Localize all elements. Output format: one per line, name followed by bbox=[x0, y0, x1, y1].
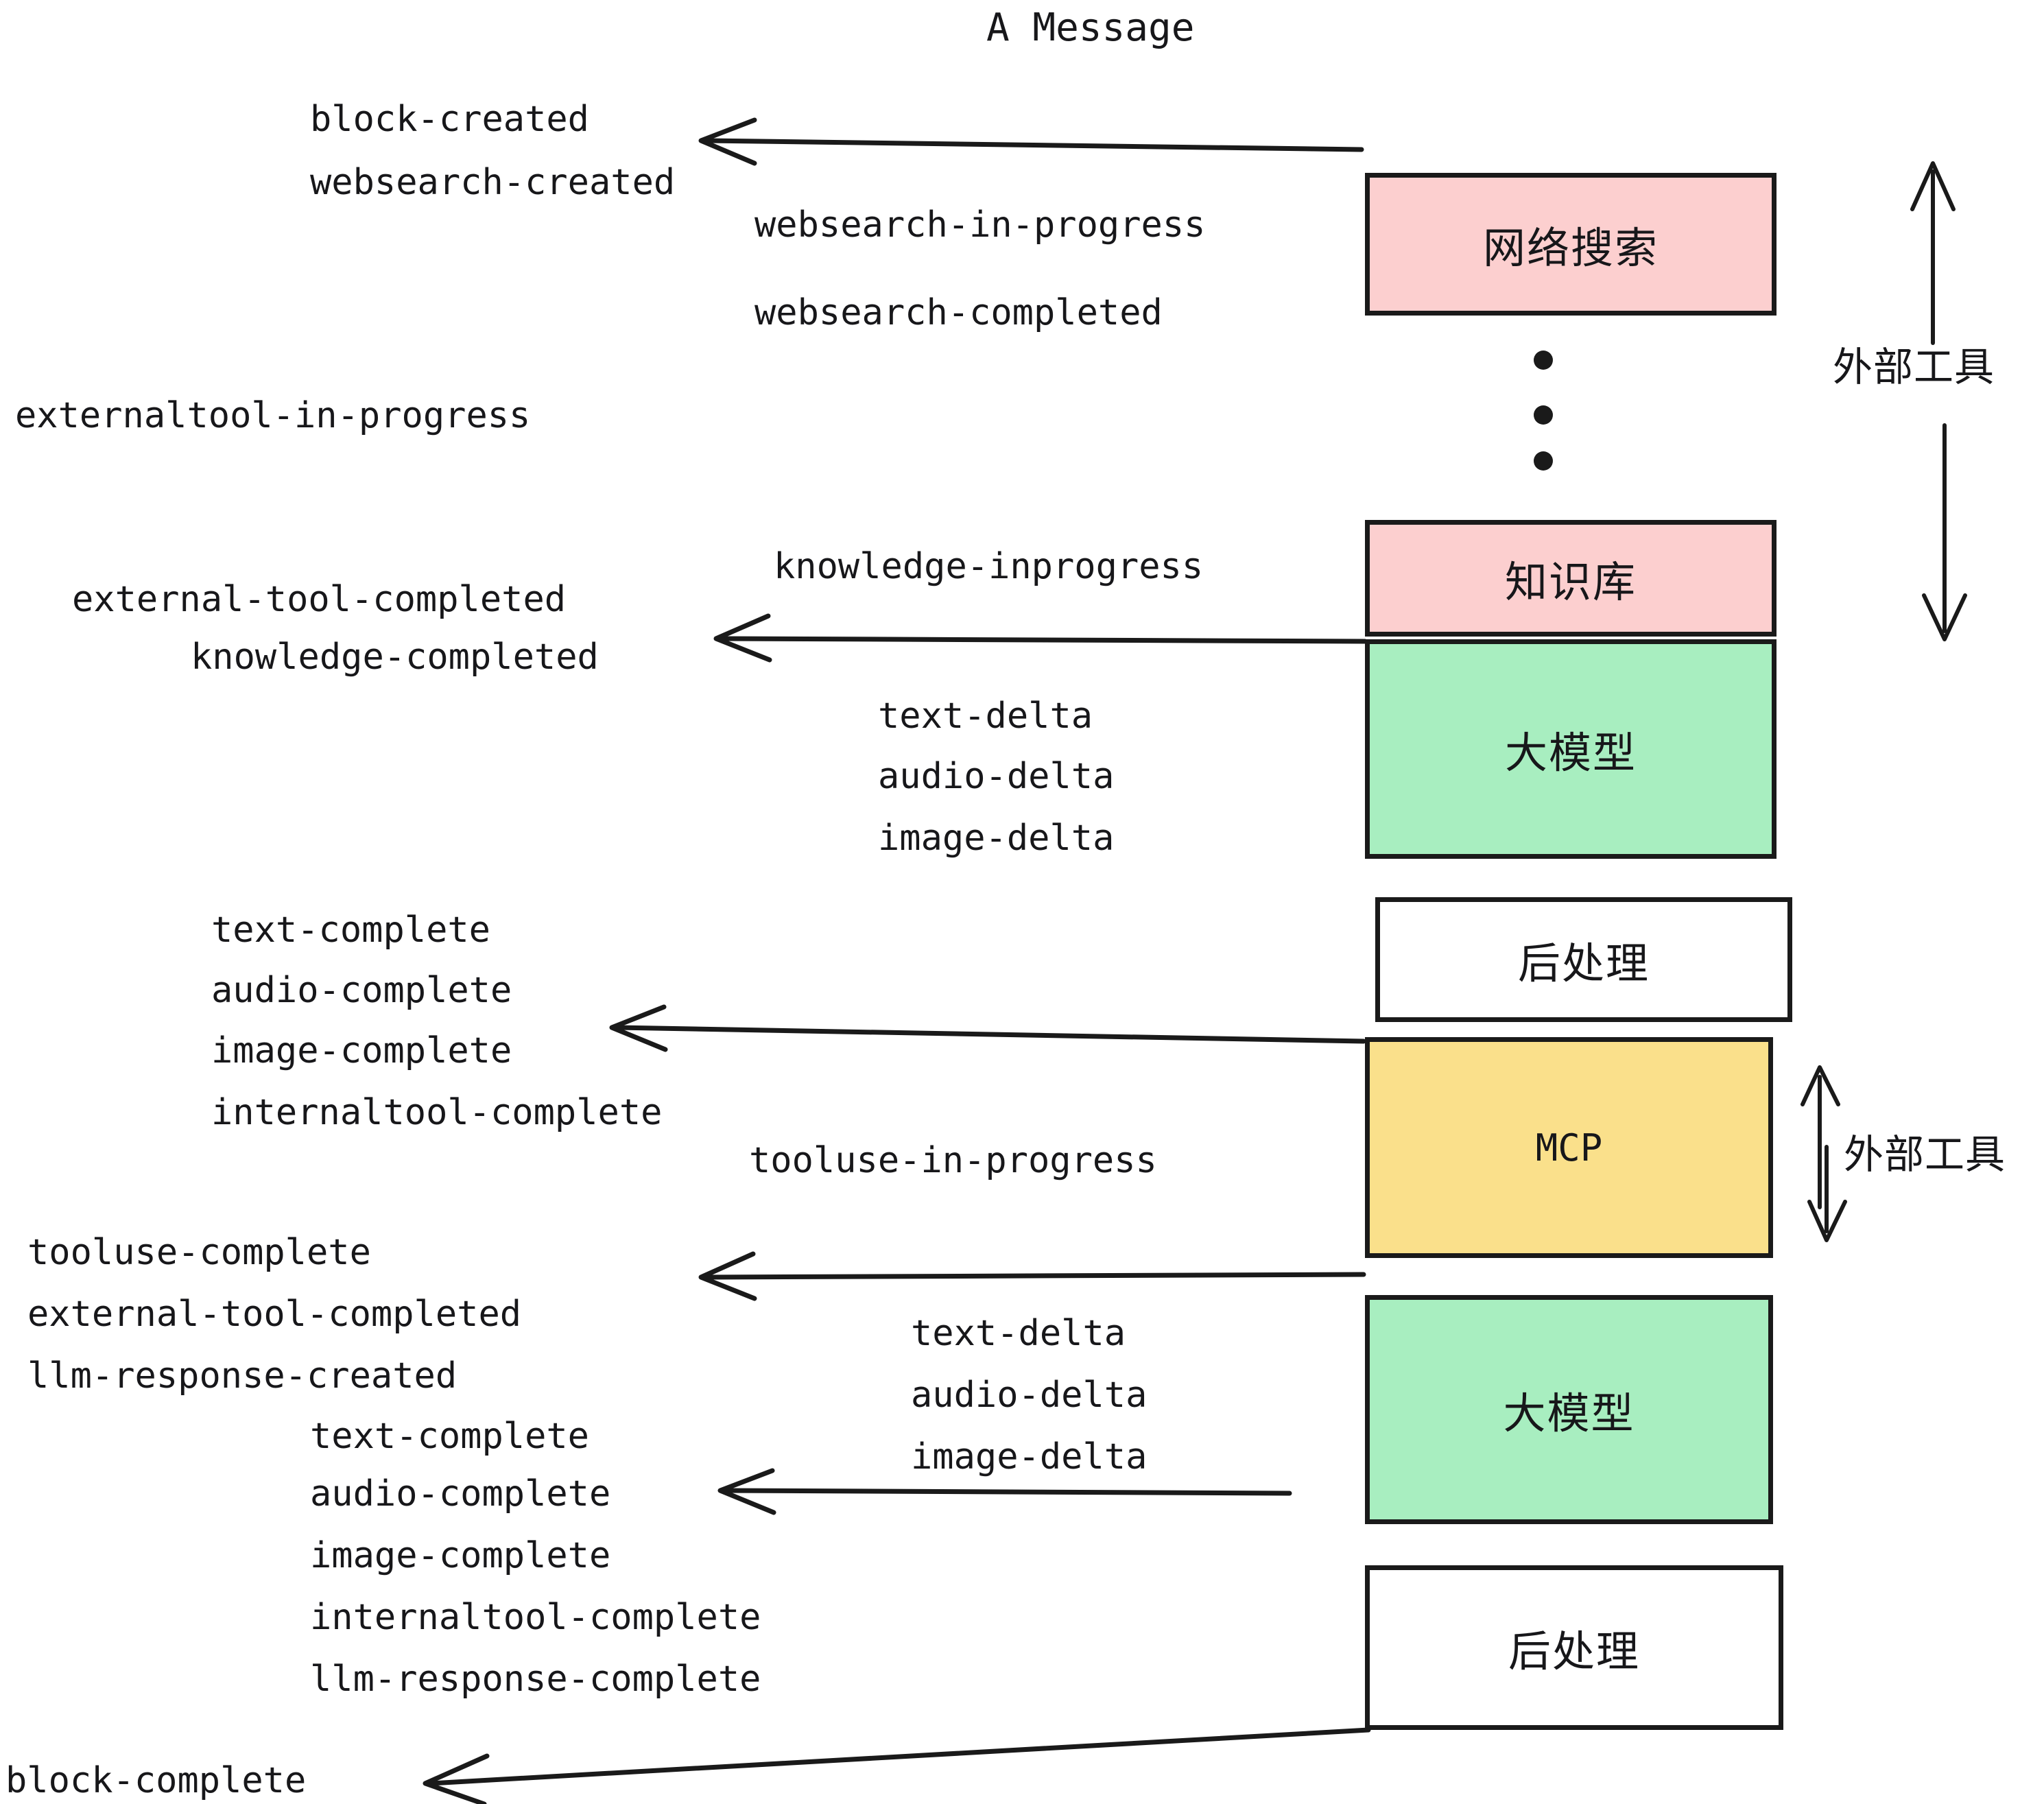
vertical-ellipsis-dots bbox=[1534, 351, 1553, 471]
event-externaltool-in-progress: externaltool-in-progress bbox=[15, 395, 531, 436]
event-llm-response-created: llm-response-created bbox=[27, 1355, 457, 1397]
external-tools-bracket-bottom bbox=[1801, 1065, 1847, 1242]
box-llm-2: 大模型 bbox=[1365, 1295, 1773, 1524]
event-knowledge-completed: knowledge-completed bbox=[191, 637, 599, 678]
event-internaltool-complete-2: internaltool-complete bbox=[310, 1597, 761, 1638]
event-llm-response-complete: llm-response-complete bbox=[310, 1659, 761, 1700]
box-llm-1: 大模型 bbox=[1365, 639, 1776, 859]
event-tooluse-complete: tooluse-complete bbox=[27, 1232, 371, 1273]
event-image-delta-1: image-delta bbox=[878, 818, 1115, 859]
event-text-delta-1: text-delta bbox=[878, 696, 1093, 737]
box-postprocess-2: 后处理 bbox=[1365, 1565, 1783, 1730]
box-mcp-label: MCP bbox=[1535, 1126, 1603, 1170]
event-text-complete-1: text-complete bbox=[211, 910, 490, 951]
arrow-postprocess2-to-block-complete bbox=[423, 1727, 1371, 1804]
event-text-delta-2: text-delta bbox=[911, 1313, 1126, 1354]
box-llm-1-label: 大模型 bbox=[1504, 728, 1637, 778]
event-knowledge-inprogress: knowledge-inprogress bbox=[774, 546, 1204, 587]
side-label-external-tools-bottom: 外部工具 bbox=[1844, 1131, 2006, 1178]
arrow-postprocess-to-image-complete bbox=[609, 1004, 1366, 1052]
box-websearch: 网络搜索 bbox=[1365, 173, 1776, 316]
event-image-complete-1: image-complete bbox=[211, 1030, 512, 1071]
event-audio-complete-1: audio-complete bbox=[211, 970, 512, 1011]
diagram-title: A Message bbox=[986, 5, 1195, 50]
event-audio-complete-2: audio-complete bbox=[310, 1473, 611, 1515]
box-knowledge-label: 知识库 bbox=[1504, 557, 1637, 607]
event-block-created: block-created bbox=[310, 99, 589, 140]
box-llm-2-label: 大模型 bbox=[1503, 1388, 1635, 1438]
arrow-websearch-to-created bbox=[698, 117, 1364, 166]
box-knowledge: 知识库 bbox=[1365, 520, 1776, 637]
event-internaltool-complete-1: internaltool-complete bbox=[211, 1092, 663, 1133]
box-postprocess-1-label: 后处理 bbox=[1517, 938, 1650, 988]
event-audio-delta-1: audio-delta bbox=[878, 756, 1115, 797]
box-postprocess-2-label: 后处理 bbox=[1508, 1626, 1640, 1676]
box-postprocess-1: 后处理 bbox=[1375, 897, 1792, 1022]
event-external-tool-completed-2: external-tool-completed bbox=[27, 1294, 522, 1335]
event-text-complete-2: text-complete bbox=[310, 1416, 589, 1457]
external-tools-bracket-top bbox=[1910, 161, 1967, 641]
arrow-mcp-to-tooluse-complete bbox=[698, 1251, 1366, 1301]
event-websearch-created: websearch-created bbox=[310, 162, 676, 203]
box-websearch-label: 网络搜索 bbox=[1482, 223, 1659, 273]
event-audio-delta-2: audio-delta bbox=[911, 1375, 1148, 1416]
event-image-complete-2: image-complete bbox=[310, 1535, 611, 1576]
event-image-delta-2: image-delta bbox=[911, 1436, 1148, 1477]
event-tooluse-in-progress: tooluse-in-progress bbox=[749, 1140, 1157, 1181]
event-external-tool-completed-1: external-tool-completed bbox=[72, 579, 567, 620]
event-websearch-in-progress: websearch-in-progress bbox=[754, 204, 1206, 246]
box-mcp: MCP bbox=[1365, 1037, 1773, 1258]
arrow-knowledge-to-completed bbox=[713, 613, 1368, 663]
event-block-complete: block-complete bbox=[5, 1760, 307, 1801]
event-websearch-completed: websearch-completed bbox=[754, 292, 1163, 333]
side-label-external-tools-top: 外部工具 bbox=[1833, 344, 1995, 390]
